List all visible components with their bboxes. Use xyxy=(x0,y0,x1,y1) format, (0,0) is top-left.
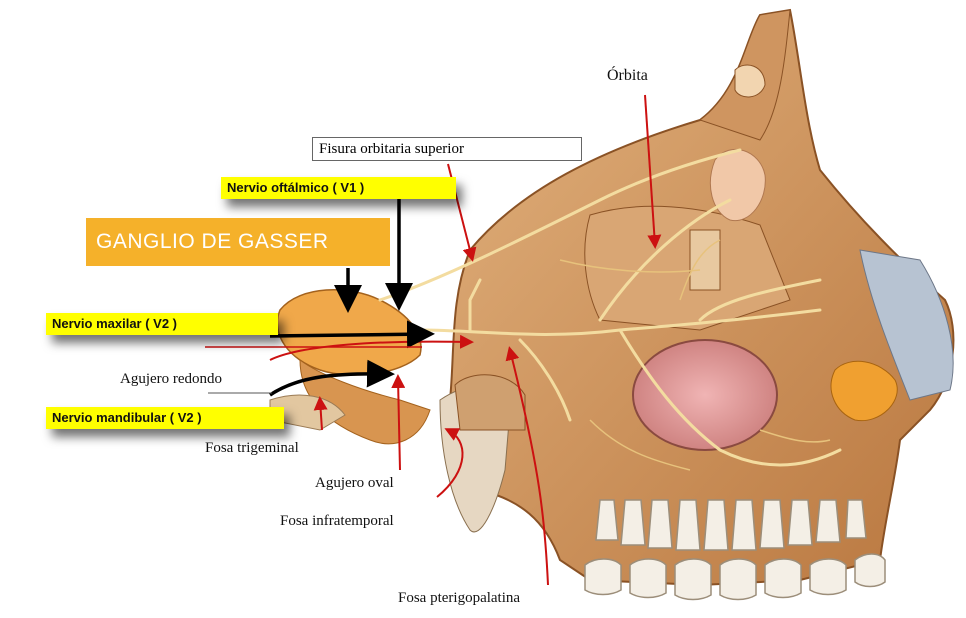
label-fisura-orbitaria-superior: Fisura orbitaria superior xyxy=(312,137,582,161)
label-ganglio-de-gasser: GANGLIO DE GASSER xyxy=(86,218,390,266)
label-nervio-mandibular: Nervio mandibular ( V2 ) xyxy=(46,407,284,429)
label-fosa-infratemporal: Fosa infratemporal xyxy=(280,513,394,530)
label-fosa-pterigopalatina: Fosa pterigopalatina xyxy=(398,590,520,607)
label-fosa-trigeminal: Fosa trigeminal xyxy=(205,440,299,457)
label-orbita: Órbita xyxy=(607,67,648,85)
label-agujero-oval: Agujero oval xyxy=(315,475,394,492)
label-nervio-maxilar: Nervio maxilar ( V2 ) xyxy=(46,313,278,335)
label-nervio-oftalmico: Nervio oftálmico ( V1 ) xyxy=(221,177,456,199)
label-agujero-redondo: Agujero redondo xyxy=(120,371,222,388)
maxillary-sinus xyxy=(633,340,777,450)
